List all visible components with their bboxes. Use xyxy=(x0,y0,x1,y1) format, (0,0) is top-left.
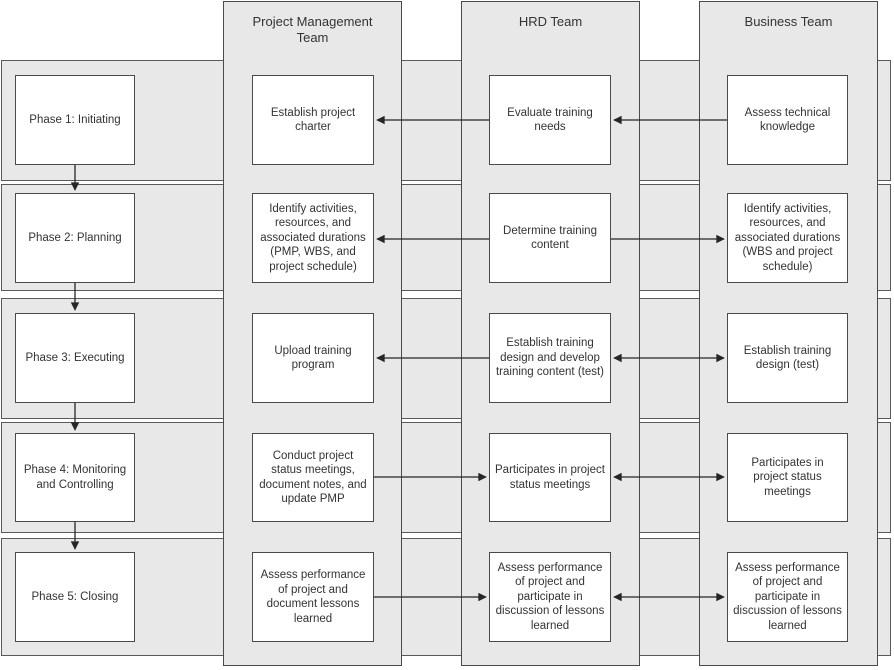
task-hrd-determine-content: Determine training content xyxy=(489,193,611,283)
task-bus-establish-design: Establish training design (test) xyxy=(727,313,848,403)
task-bus-identify-activities: Identify activities, resources, and asso… xyxy=(727,193,848,283)
task-bus-assess-knowledge: Assess technical knowledge xyxy=(727,75,848,165)
phase-box-closing: Phase 5: Closing xyxy=(15,552,135,642)
lane-header-business-team: Business Team xyxy=(744,14,833,29)
task-pm-establish-charter: Establish project charter xyxy=(252,75,374,165)
task-pm-status-meetings: Conduct project status meetings, documen… xyxy=(252,433,374,522)
task-bus-participates-meetings: Participates in project status meetings xyxy=(727,433,848,522)
task-hrd-assess-performance: Assess performance of project and partic… xyxy=(489,552,611,642)
task-pm-upload-training: Upload training program xyxy=(252,313,374,403)
task-pm-identify-activities: Identify activities, resources, and asso… xyxy=(252,193,374,283)
lane-header-project-management-team: Project Management Team xyxy=(252,14,373,45)
task-bus-assess-performance: Assess performance of project and partic… xyxy=(727,552,848,642)
phase-box-monitoring-controlling: Phase 4: Monitoring and Controlling xyxy=(15,433,135,522)
task-hrd-participates-meetings: Participates in project status meetings xyxy=(489,433,611,522)
task-pm-assess-performance: Assess performance of project and docume… xyxy=(252,552,374,642)
phase-box-executing: Phase 3: Executing xyxy=(15,313,135,403)
phase-box-initiating: Phase 1: Initiating xyxy=(15,75,135,165)
task-hrd-evaluate-needs: Evaluate training needs xyxy=(489,75,611,165)
phase-box-planning: Phase 2: Planning xyxy=(15,193,135,283)
lane-header-hrd-team: HRD Team xyxy=(518,14,583,29)
task-hrd-establish-design: Establish training design and develop tr… xyxy=(489,313,611,403)
